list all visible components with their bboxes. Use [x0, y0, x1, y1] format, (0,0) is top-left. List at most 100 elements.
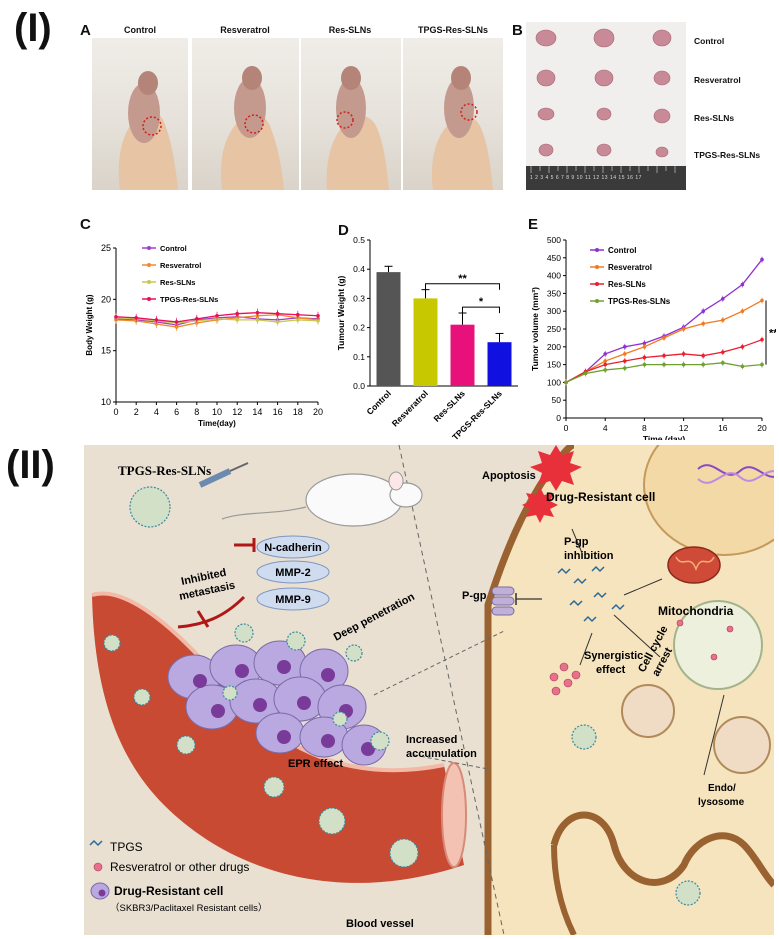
- label-pgp: P-gp: [462, 590, 487, 602]
- label-mitochondria: Mitochondria: [658, 604, 734, 618]
- label-lysosome: lysosome: [698, 797, 745, 808]
- y-tick-label: 0.3: [353, 293, 365, 303]
- label-increased: Increased: [406, 734, 457, 746]
- data-point-res-slns: [275, 320, 280, 324]
- data-point-tpgs-res-slns: [623, 366, 627, 370]
- data-point-res-slns: [662, 353, 666, 358]
- data-point-res-slns: [235, 318, 239, 322]
- label-synergistic-2: effect: [596, 664, 626, 676]
- data-point-resveratrol: [760, 298, 764, 303]
- label-mmp2: MMP-2: [275, 567, 310, 579]
- label-drug-resistant-cell: Drug-Resistant cell: [546, 490, 655, 504]
- label-pgp-inhibition-2: inhibition: [564, 550, 614, 562]
- y-axis-label: Tumour Weight (g): [336, 275, 346, 350]
- data-point-control: [721, 296, 725, 301]
- data-point-control: [760, 257, 764, 262]
- legend-tpgs: TPGS: [110, 840, 143, 854]
- data-point-tpgs-res-slns: [114, 314, 118, 319]
- data-point-tpgs-res-slns: [760, 362, 764, 367]
- significance-label: *: [479, 296, 484, 308]
- data-point-res-slns: [721, 350, 725, 354]
- data-point-res-slns: [701, 353, 705, 358]
- data-point-tpgs-res-slns: [662, 362, 666, 367]
- y-tick-label: 0.0: [353, 381, 365, 391]
- mouse-photo-tpgs-res-slns: [403, 38, 503, 190]
- data-point-resveratrol: [174, 325, 179, 329]
- y-tick-label: 200: [547, 342, 561, 352]
- legend-marker-tpgs-res-slns: [147, 297, 151, 301]
- y-tick-label: 15: [101, 346, 111, 356]
- data-point-tpgs-res-slns: [235, 311, 239, 316]
- x-tick-label: 0: [113, 407, 118, 417]
- label-endo: Endo/: [708, 783, 736, 794]
- data-point-res-slns: [316, 319, 320, 323]
- legend-label-res-slns: Res-SLNs: [160, 278, 195, 287]
- data-point-tpgs-res-slns: [134, 316, 138, 320]
- mouse-photo-resveratrol: [192, 38, 299, 190]
- legend-label-control: Control: [160, 244, 187, 253]
- label-tpgs-res-slns: TPGS-Res-SLNs: [118, 463, 211, 478]
- data-point-res-slns: [255, 318, 260, 322]
- data-point-tpgs-res-slns: [564, 380, 568, 385]
- data-point-res-slns: [642, 355, 647, 360]
- y-tick-label: 450: [547, 253, 561, 263]
- significance-bracket: [425, 283, 500, 290]
- mouse-photo-res-slns: [301, 38, 401, 190]
- legend-marker-tpgs-res-slns: [595, 299, 599, 303]
- data-point-resveratrol: [603, 359, 607, 363]
- label-apoptosis: Apoptosis: [482, 470, 536, 482]
- x-tick-label-res-slns: Res-SLNs: [431, 388, 467, 424]
- y-tick-label: 0.4: [353, 264, 365, 274]
- y-tick-label: 20: [101, 294, 111, 304]
- panel-a-title-control: Control: [124, 25, 156, 35]
- series-line-resveratrol: [565, 299, 763, 383]
- panel-c-letter: C: [80, 216, 91, 233]
- data-point-tpgs-res-slns: [174, 320, 179, 324]
- tumor-label-res-slns: Res-SLNs: [694, 113, 735, 123]
- data-point-res-slns: [760, 337, 764, 342]
- legend-cell: Drug-Resistant cell: [114, 884, 223, 898]
- x-tick-label: 20: [313, 407, 323, 417]
- bar-tpgs-res-slns: [487, 342, 512, 386]
- data-point-resveratrol: [721, 318, 725, 322]
- data-point-control: [642, 341, 647, 346]
- x-tick-label: 20: [757, 423, 767, 433]
- label-blood-vessel: Blood vessel: [346, 918, 414, 930]
- y-tick-label: 25: [101, 243, 111, 253]
- y-tick-label: 350: [547, 288, 561, 298]
- data-point-control: [603, 352, 607, 356]
- x-tick-label: 0: [564, 423, 569, 433]
- data-point-resveratrol: [642, 345, 647, 349]
- legend-label-tpgs-res-slns: TPGS-Res-SLNs: [160, 295, 218, 304]
- x-tick-label: 6: [174, 407, 179, 417]
- part-label-two: (II): [6, 443, 55, 487]
- x-tick-label: 18: [293, 407, 303, 417]
- x-tick-label: 12: [679, 423, 689, 433]
- data-point-tpgs-res-slns: [215, 313, 219, 318]
- legend-label-control: Control: [608, 246, 636, 255]
- y-tick-label: 500: [547, 235, 561, 245]
- data-point-res-slns: [623, 359, 627, 363]
- legend-label-tpgs-res-slns: TPGS-Res-SLNs: [608, 297, 671, 306]
- x-tick-label: 10: [212, 407, 222, 417]
- bar-res-slns: [450, 324, 475, 386]
- y-tick-label: 0.2: [353, 323, 365, 333]
- data-point-control: [740, 282, 745, 287]
- data-point-tpgs-res-slns: [195, 317, 199, 321]
- label-synergistic-1: Synergistic: [584, 650, 643, 662]
- data-point-tpgs-res-slns: [255, 310, 260, 315]
- panel-b-letter: B: [512, 22, 523, 39]
- y-tick-label: 50: [552, 395, 562, 405]
- data-point-res-slns: [740, 345, 745, 349]
- data-point-control: [701, 309, 705, 313]
- x-tick-label-resveratrol: Resveratrol: [390, 388, 430, 428]
- x-axis-label: Time(day): [198, 419, 236, 428]
- y-tick-label: 300: [547, 306, 561, 316]
- y-tick-label: 150: [547, 360, 561, 370]
- x-tick-label: 16: [718, 423, 728, 433]
- x-tick-label-control: Control: [364, 388, 392, 416]
- legend-marker-res-slns: [595, 282, 599, 286]
- x-tick-label: 14: [252, 407, 262, 417]
